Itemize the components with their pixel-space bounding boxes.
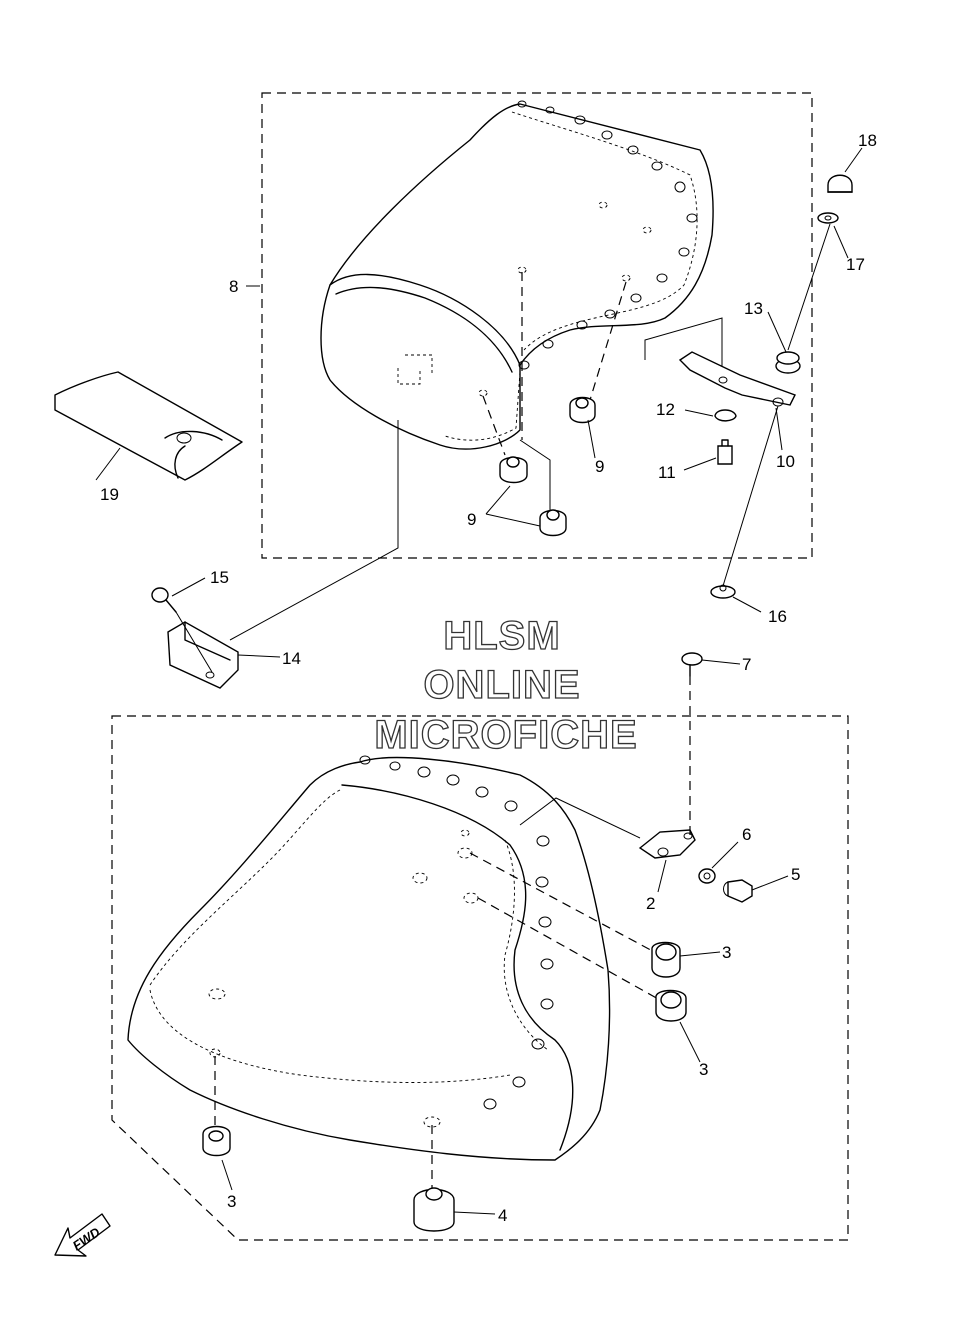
damper-4[interactable] [413,1187,455,1232]
fwd-arrow-icon: FWD [54,1213,111,1257]
callout-9-b: 9 [467,510,476,529]
watermark: HLSM ONLINE MICROFICHE [374,613,638,757]
callout-3-a: 3 [722,943,731,962]
bracket-14[interactable] [167,621,239,689]
collar-12[interactable] [714,409,737,422]
washer-17[interactable] [817,212,839,224]
callout-3-c: 3 [227,1192,236,1211]
callout-18: 18 [858,131,877,150]
rider-seat[interactable] [127,755,611,1161]
screw-7[interactable] [681,652,703,836]
bracket-2[interactable] [638,829,696,859]
damper-3-c[interactable] [202,1125,231,1157]
damper-3-b[interactable] [655,989,687,1022]
damper-9-a[interactable] [569,396,596,424]
bolt-5[interactable] [723,879,753,903]
callout-13: 13 [744,299,763,318]
watermark-line-1: HLSM [443,614,560,658]
upper-group-box [261,92,813,559]
callout-9-a: 9 [595,457,604,476]
callout-15: 15 [210,568,229,587]
bolt-11[interactable] [717,439,733,465]
callout-leaders [95,147,863,1215]
seat-cover[interactable] [54,371,243,481]
callout-labels: 8 18 17 13 12 11 10 9 9 19 15 16 14 7 6 … [100,131,877,1225]
damper-9-c[interactable] [539,509,567,537]
cap-nut-18[interactable] [827,174,853,193]
callout-11: 11 [658,463,676,482]
callout-8: 8 [229,277,238,296]
callout-12: 12 [656,400,675,419]
grommet-13[interactable] [775,351,801,374]
callout-14: 14 [282,649,301,668]
fwd-label: FWD [70,1224,103,1253]
callout-7: 7 [742,655,751,674]
watermark-line-2: ONLINE [423,663,580,707]
bracket-10[interactable] [678,351,796,407]
damper-9-b[interactable] [499,456,528,484]
callout-3-b: 3 [699,1060,708,1079]
screw-15[interactable] [151,587,177,613]
callout-5: 5 [791,865,800,884]
callout-2: 2 [646,894,655,913]
passenger-seat[interactable] [320,100,714,450]
lower-group-box [111,715,849,1241]
circlip-6[interactable] [698,868,716,884]
callout-19: 19 [100,485,119,504]
callout-17: 17 [846,255,865,274]
callout-10: 10 [776,452,795,471]
watermark-line-3: MICROFICHE [374,713,637,757]
washer-16[interactable] [710,584,736,599]
callout-16: 16 [768,607,787,626]
rider-seat-rivets [359,755,554,1110]
damper-3-a[interactable] [651,941,681,978]
callout-4: 4 [498,1206,507,1225]
callout-6: 6 [742,825,751,844]
seat-rivets [517,100,698,370]
